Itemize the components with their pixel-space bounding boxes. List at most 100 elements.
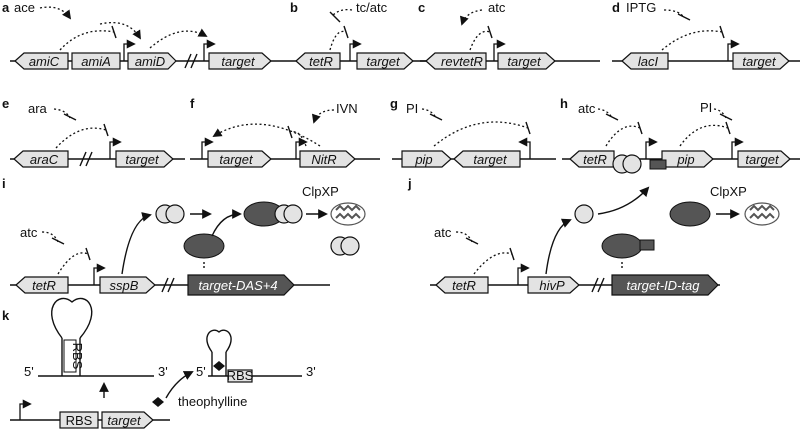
gene-target-ID-tag <box>611 274 719 296</box>
panel-k-letter: k <box>2 308 10 323</box>
break-i <box>161 277 175 293</box>
protease-clpxp-j: ClpXP <box>710 184 747 199</box>
gene-target-d <box>732 52 790 70</box>
panel-g-letter: g <box>390 96 398 111</box>
theophylline-icon <box>152 397 164 407</box>
label-NitR: NitR <box>311 152 336 167</box>
gene-target-DAS4 <box>187 274 295 296</box>
label-tetR-h: tetR <box>583 152 607 167</box>
gene-target-f <box>207 150 272 168</box>
protein-target-i <box>183 233 225 259</box>
panel-h-letter: h <box>560 96 568 111</box>
gene-pip-g <box>401 150 452 168</box>
gene-amiD <box>127 52 177 70</box>
gene-tetR-b <box>295 52 341 70</box>
panel-c: c revtetR target atc <box>418 0 600 70</box>
panel-a-letter: a <box>2 0 10 15</box>
label-target-k: target <box>107 413 142 428</box>
gene-target-g <box>453 150 521 168</box>
label-target-c: target <box>507 54 542 69</box>
panel-f: f target NitR IVN <box>190 96 380 168</box>
protease-clpxp-i: ClpXP <box>302 184 339 199</box>
svg-text:3': 3' <box>306 364 316 379</box>
gene-amiC <box>14 52 69 70</box>
rbs-box-k <box>59 411 99 429</box>
promoter-a2 <box>203 39 216 61</box>
gene-target-a <box>208 52 272 70</box>
gene-target-k <box>101 411 154 429</box>
gene-target-e <box>115 150 174 168</box>
label-target-a: target <box>221 54 256 69</box>
inducer-pi-g: PI <box>406 101 418 116</box>
panel-e: e araC target ara <box>2 96 185 168</box>
panel-f-letter: f <box>190 96 195 111</box>
label-target-DAS4: target-DAS+4 <box>198 278 277 293</box>
label-tetR-j: tetR <box>452 278 476 293</box>
gene-revtetR <box>425 52 487 70</box>
label-hivP: hivP <box>539 278 565 293</box>
gene-amiA <box>71 52 121 70</box>
degraded-j <box>744 202 780 226</box>
label-amiC: amiC <box>29 54 60 69</box>
complex-i <box>243 201 303 227</box>
label-amiA: amiA <box>81 54 111 69</box>
break-a <box>184 53 198 69</box>
panel-d: d lacI target IPTG <box>612 0 800 70</box>
protein-untagged-j <box>669 201 711 227</box>
panel-k: k RBS target 5' 3' RBS theophylline 5' 3… <box>2 297 316 429</box>
panel-b: b tetR target tc/atc <box>290 0 430 70</box>
promoter-a1 <box>123 39 136 61</box>
label-lacI: lacI <box>638 54 659 69</box>
panel-j: j tetR hivP target-ID-tag atc <box>407 154 780 296</box>
label-target-d: target <box>742 54 777 69</box>
gene-NitR <box>299 150 356 168</box>
label-amiD: amiD <box>135 54 165 69</box>
gene-lacI <box>621 52 669 70</box>
gene-target-b <box>356 52 414 70</box>
riboswitch-off: 5' 3' RBS <box>24 297 168 379</box>
svg-text:3': 3' <box>158 364 168 379</box>
label-target-ID-tag: target-ID-tag <box>627 278 701 293</box>
inducer-atc-i: atc <box>20 225 38 240</box>
label-tetR-b: tetR <box>309 54 333 69</box>
panel-g: g pip target PI <box>390 96 556 168</box>
panel-j-letter: j <box>407 176 412 191</box>
gene-hivP <box>527 276 580 294</box>
panel-c-letter: c <box>418 0 425 15</box>
panel-b-letter: b <box>290 0 298 15</box>
inducer-atc-c: atc <box>488 0 506 15</box>
gene-araC <box>13 150 69 168</box>
riboswitch-on: 5' 3' RBS <box>196 329 316 383</box>
panel-i-letter: i <box>2 176 6 191</box>
gene-tetR-i <box>15 276 69 294</box>
inducer-iptg: IPTG <box>626 0 656 15</box>
inducer-pi-h: PI <box>700 100 712 115</box>
svg-text:RBS: RBS <box>227 368 254 383</box>
sspB-dimer <box>155 204 185 224</box>
inducer-ivn: IVN <box>336 101 358 116</box>
degraded-i <box>330 202 366 226</box>
products-j <box>612 154 667 174</box>
inducer-atc-h: atc <box>578 101 596 116</box>
inducer-ara: ara <box>28 101 48 116</box>
panel-d-letter: d <box>612 0 620 15</box>
gene-tetR-j <box>435 276 489 294</box>
gene-sspB <box>99 276 156 294</box>
label-revtetR: revtetR <box>441 54 483 69</box>
label-sspB: sspB <box>110 278 139 293</box>
gene-target-c <box>497 52 556 70</box>
label-target-f: target <box>219 152 254 167</box>
label-target-b: target <box>366 54 401 69</box>
label-pip-h: pip <box>676 152 694 167</box>
label-target-g: target <box>473 152 508 167</box>
label-target-h: target <box>745 152 780 167</box>
label-theophylline: theophylline <box>178 394 247 409</box>
svg-text:5': 5' <box>24 364 34 379</box>
label-pip-g: pip <box>414 152 432 167</box>
panel-a: a amiC amiA amiD target ace <box>2 0 290 70</box>
svg-text:5': 5' <box>196 364 206 379</box>
panel-e-letter: e <box>2 96 9 111</box>
panel-i: i tetR sspB target-DAS+4 atc <box>2 176 366 296</box>
gene-target-h <box>737 150 791 168</box>
inducer-ace: ace <box>14 0 35 15</box>
